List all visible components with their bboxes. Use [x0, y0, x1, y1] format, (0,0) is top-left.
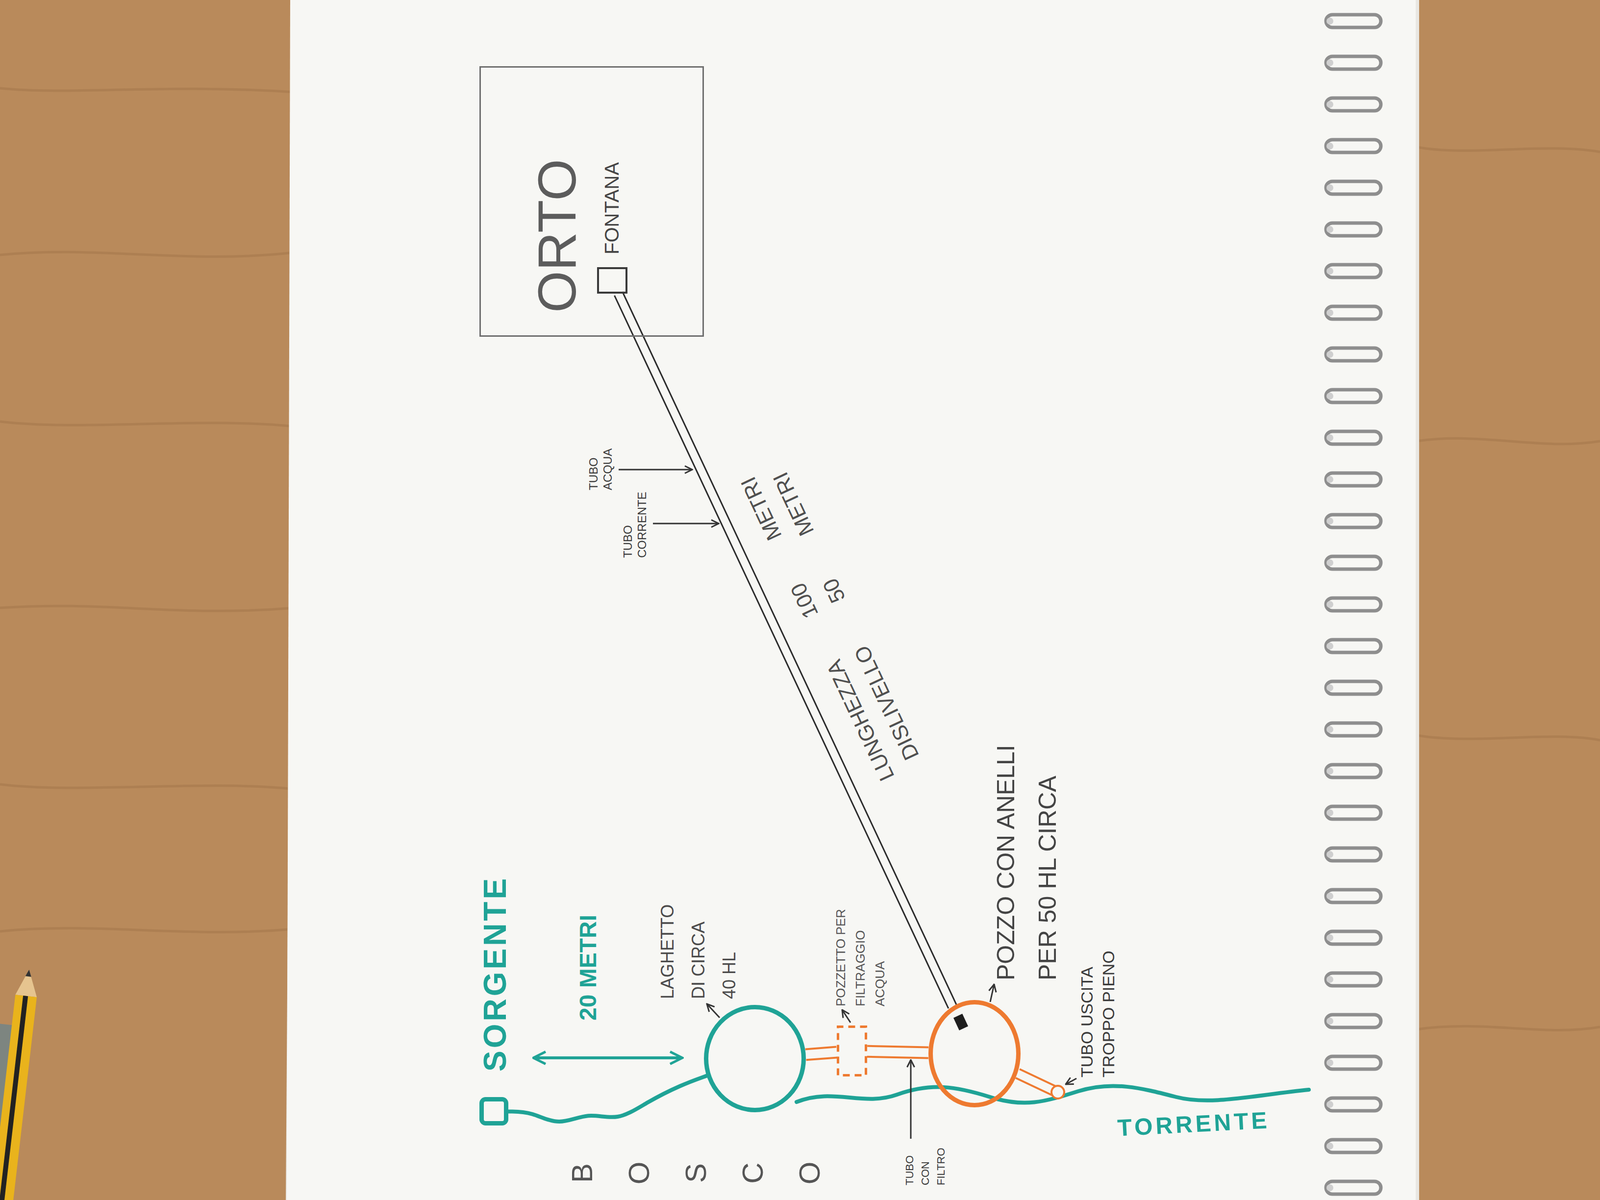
fountain-box: FONTANA: [597, 267, 628, 294]
fountain-box-outline: [597, 267, 628, 294]
spring-box: [481, 1099, 507, 1124]
grain-line: [0, 605, 295, 611]
grain-line: [1416, 147, 1600, 152]
pipe: [805, 1046, 838, 1060]
dimension-label: LUNGHEZZA 100 METRI: [735, 473, 900, 785]
water-pipe-stroke: [622, 291, 957, 1005]
pencil-stripe: [0, 995, 28, 1200]
pipe-label: TUBO USCITA TROPPO PIENO: [1075, 944, 1120, 1078]
spring-label: SORGENTE: [477, 875, 514, 1072]
pipe-wall: [1015, 1077, 1053, 1096]
water-pipe: [614, 291, 957, 1009]
pipe-label: TUBO CON FILTRO: [901, 1141, 950, 1186]
grain-line: [0, 251, 295, 257]
leader-arrow: [990, 984, 995, 1002]
paper-shadow: [285, 0, 1420, 1200]
pipe-stroke: [805, 1046, 837, 1050]
filter-box: POZZETTO PER FILTRAGGIO ACQUA: [836, 1025, 868, 1077]
leader-arrow: [1065, 1078, 1077, 1085]
fountain-box: [598, 268, 627, 293]
garden-box: [480, 67, 704, 337]
distance-arrow: [533, 1056, 683, 1060]
grain-line: [0, 928, 295, 933]
pipe-stroke: [867, 1046, 929, 1048]
grain-line: [0, 421, 295, 427]
well-circle-outline: [928, 1000, 1021, 1108]
well-label: POZZO CON ANELLI PER 50 HL CIRCA: [985, 725, 1069, 981]
filter-box-outline: [836, 1025, 868, 1077]
garden-box: FONTANA ORTO: [479, 66, 704, 337]
leader-arrow: [706, 1003, 720, 1018]
filter-label: POZZETTO PER FILTRAGGIO ACQUA: [830, 888, 890, 1007]
grain-line: [0, 88, 295, 93]
stream-label: TORRENTE: [1116, 1106, 1271, 1142]
paper-sheet: [286, 0, 1416, 1200]
pencil-lead: [25, 969, 33, 977]
leader-arrow: [910, 1059, 912, 1139]
pipe-wall: [1019, 1069, 1057, 1087]
fountain-label: FONTANA: [600, 162, 624, 255]
grain-line: [1416, 438, 1600, 445]
filter-box: [838, 1026, 867, 1076]
leader-arrow: [842, 1009, 851, 1023]
pond-circle-outline: [703, 1004, 806, 1113]
pipe-stroke: [867, 1056, 929, 1059]
leader-arrow: [652, 523, 719, 525]
spiral-binding: [1321, 0, 1390, 1200]
pipe-label: TUBO ACQUA: [586, 443, 615, 491]
stream-line: [508, 1075, 707, 1122]
garden-box-outline: [479, 66, 704, 337]
pond-circle: LAGHETTO DI CIRCA 40 HL: [703, 1004, 806, 1113]
pencil-body: [0, 994, 37, 1200]
grain-line: [1416, 735, 1600, 741]
pond-circle: [706, 1007, 804, 1111]
stream-line: [796, 1085, 1309, 1103]
garden-title: ORTO: [525, 158, 589, 313]
pump-symbol: [953, 1013, 969, 1031]
distance-label: 20 METRI: [574, 914, 602, 1021]
pipe-label: TUBO CORRENTE: [620, 486, 650, 558]
area-label: BOSCO: [553, 1158, 839, 1188]
pipe-outlet: [1051, 1085, 1065, 1099]
leader-lines: [618, 469, 1077, 1139]
pencil-tip: [15, 968, 40, 998]
grain-line: [1416, 1026, 1600, 1031]
yellow-pencil: [0, 968, 40, 1200]
well-circle: [930, 1002, 1019, 1106]
spring-box: SORGENTE: [479, 1097, 509, 1126]
pond-label: LAGHETTO DI CIRCA 40 HL: [651, 900, 745, 1000]
stream-line-stroke: [508, 1075, 707, 1122]
overflow-pipe: [1015, 1069, 1065, 1099]
spring-box-outline: [479, 1097, 509, 1126]
pipe: [867, 1046, 929, 1059]
well-circle: POZZO CON ANELLI PER 50 HL CIRCA: [928, 1000, 1021, 1108]
pipe-stroke: [806, 1057, 838, 1060]
leader-arrow: [618, 469, 693, 471]
grain-line: [0, 784, 295, 790]
water-pipe-stroke: [614, 295, 949, 1009]
